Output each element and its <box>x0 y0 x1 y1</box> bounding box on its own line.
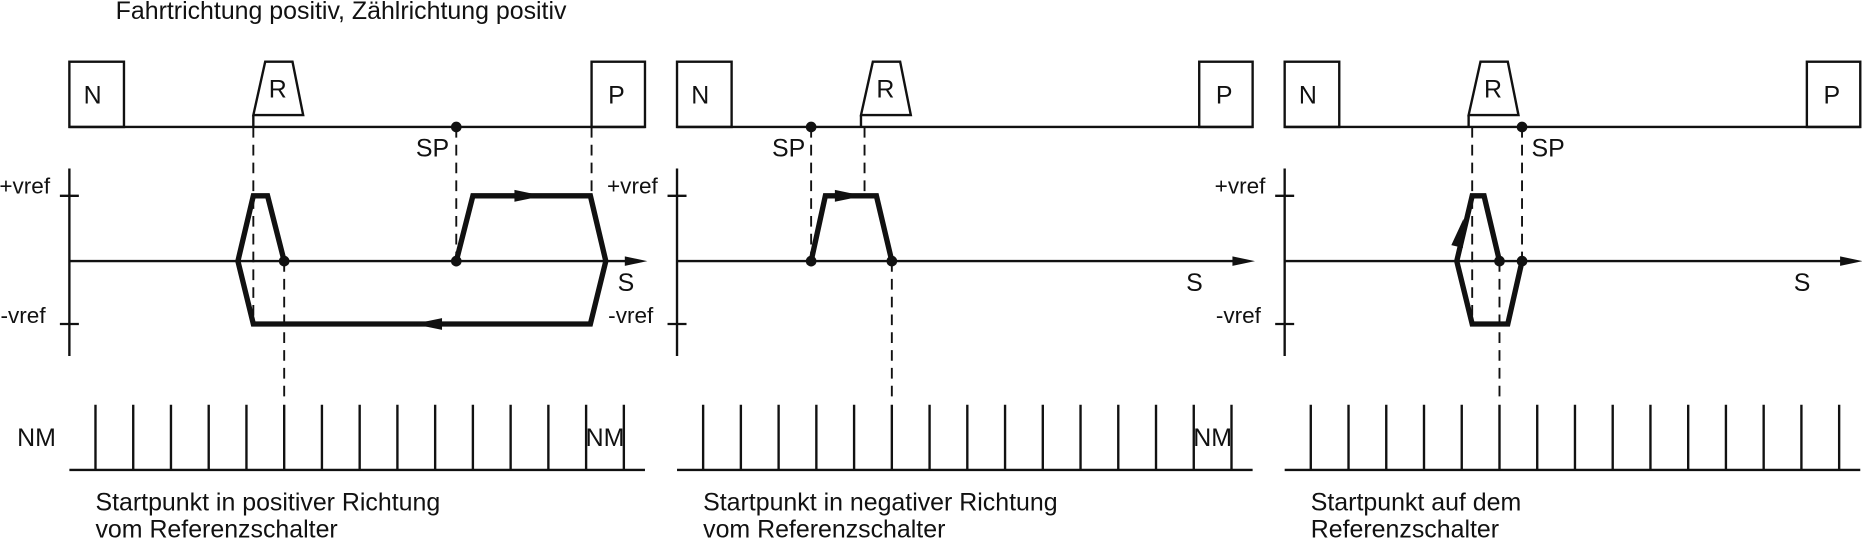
direction-arrow-icon <box>413 318 443 330</box>
reference-switch <box>859 60 913 127</box>
negative-limit-switch <box>68 60 126 129</box>
negative-limit-label: N <box>691 81 709 109</box>
caption-line-2: Referenzschalter <box>1311 516 1499 540</box>
profile-point-dot <box>278 255 290 267</box>
start-point-label: SP <box>1532 135 1565 163</box>
vref-neg-label: -vref <box>1216 303 1262 328</box>
reference-switch-label: R <box>876 75 894 103</box>
negative-limit-switch <box>675 60 733 129</box>
vref-pos-label: +vref <box>1215 173 1266 198</box>
distance-axis-arrow-icon <box>1232 256 1255 266</box>
reference-switch-label: R <box>1484 75 1502 103</box>
distance-axis-label: S <box>1186 269 1203 297</box>
profile-point-dot <box>1494 255 1505 267</box>
start-point-label: SP <box>416 135 449 163</box>
distance-axis-arrow-icon <box>624 256 648 266</box>
panel-1: N R P SP +vref -vref S NM Startpunkt in positive… <box>0 60 648 540</box>
caption-line-1: Startpunkt auf dem <box>1311 488 1521 516</box>
reference-switch <box>251 60 305 127</box>
vref-pos-label: +vref <box>607 173 658 198</box>
positive-limit-label: P <box>608 81 625 109</box>
reference-switch-label: R <box>269 75 287 103</box>
negative-limit-label: N <box>84 81 102 109</box>
distance-axis-label: S <box>1794 269 1811 297</box>
panel-3: N R P SP +vref -vref S NM Startpunkt auf demRefe… <box>1193 60 1862 540</box>
positive-limit-label: P <box>1823 81 1840 109</box>
distance-axis-label: S <box>618 269 635 297</box>
positive-limit-switch <box>590 60 647 129</box>
vref-pos-label: +vref <box>0 173 51 198</box>
caption-line-2: vom Referenzschalter <box>95 516 337 540</box>
profile-point-dot <box>1516 255 1528 267</box>
velocity-profile <box>808 193 895 262</box>
positive-limit-label: P <box>1216 81 1233 109</box>
zero-mark-label: NM <box>586 424 625 452</box>
profile-point-dot <box>450 255 462 267</box>
profile-point-dot <box>886 255 898 267</box>
caption-line-1: Startpunkt in negativer Richtung <box>703 488 1057 516</box>
negative-limit-switch <box>1283 60 1341 129</box>
reference-switch <box>1467 60 1520 127</box>
velocity-profile <box>1454 193 1525 327</box>
start-point-label: SP <box>772 135 805 163</box>
zero-mark-label: NM <box>17 424 56 452</box>
negative-limit-label: N <box>1299 81 1317 109</box>
diagram-title: Fahrtrichtung positiv, Zählrichtung posi… <box>116 0 567 25</box>
vref-neg-label: -vref <box>1 303 47 328</box>
positive-limit-switch <box>1198 60 1254 129</box>
distance-axis-arrow-icon <box>1840 256 1862 266</box>
profile-point-dot <box>805 255 817 267</box>
direction-arrow-icon <box>834 189 864 202</box>
vref-neg-label: -vref <box>608 303 654 328</box>
direction-arrow-icon <box>514 189 543 202</box>
zero-mark-label: NM <box>1193 424 1232 452</box>
caption-line-2: vom Referenzschalter <box>703 516 945 540</box>
direction-arrow-icon <box>1451 218 1464 248</box>
caption-line-1: Startpunkt in positiver Richtung <box>95 488 440 516</box>
positive-limit-switch <box>1805 60 1862 129</box>
